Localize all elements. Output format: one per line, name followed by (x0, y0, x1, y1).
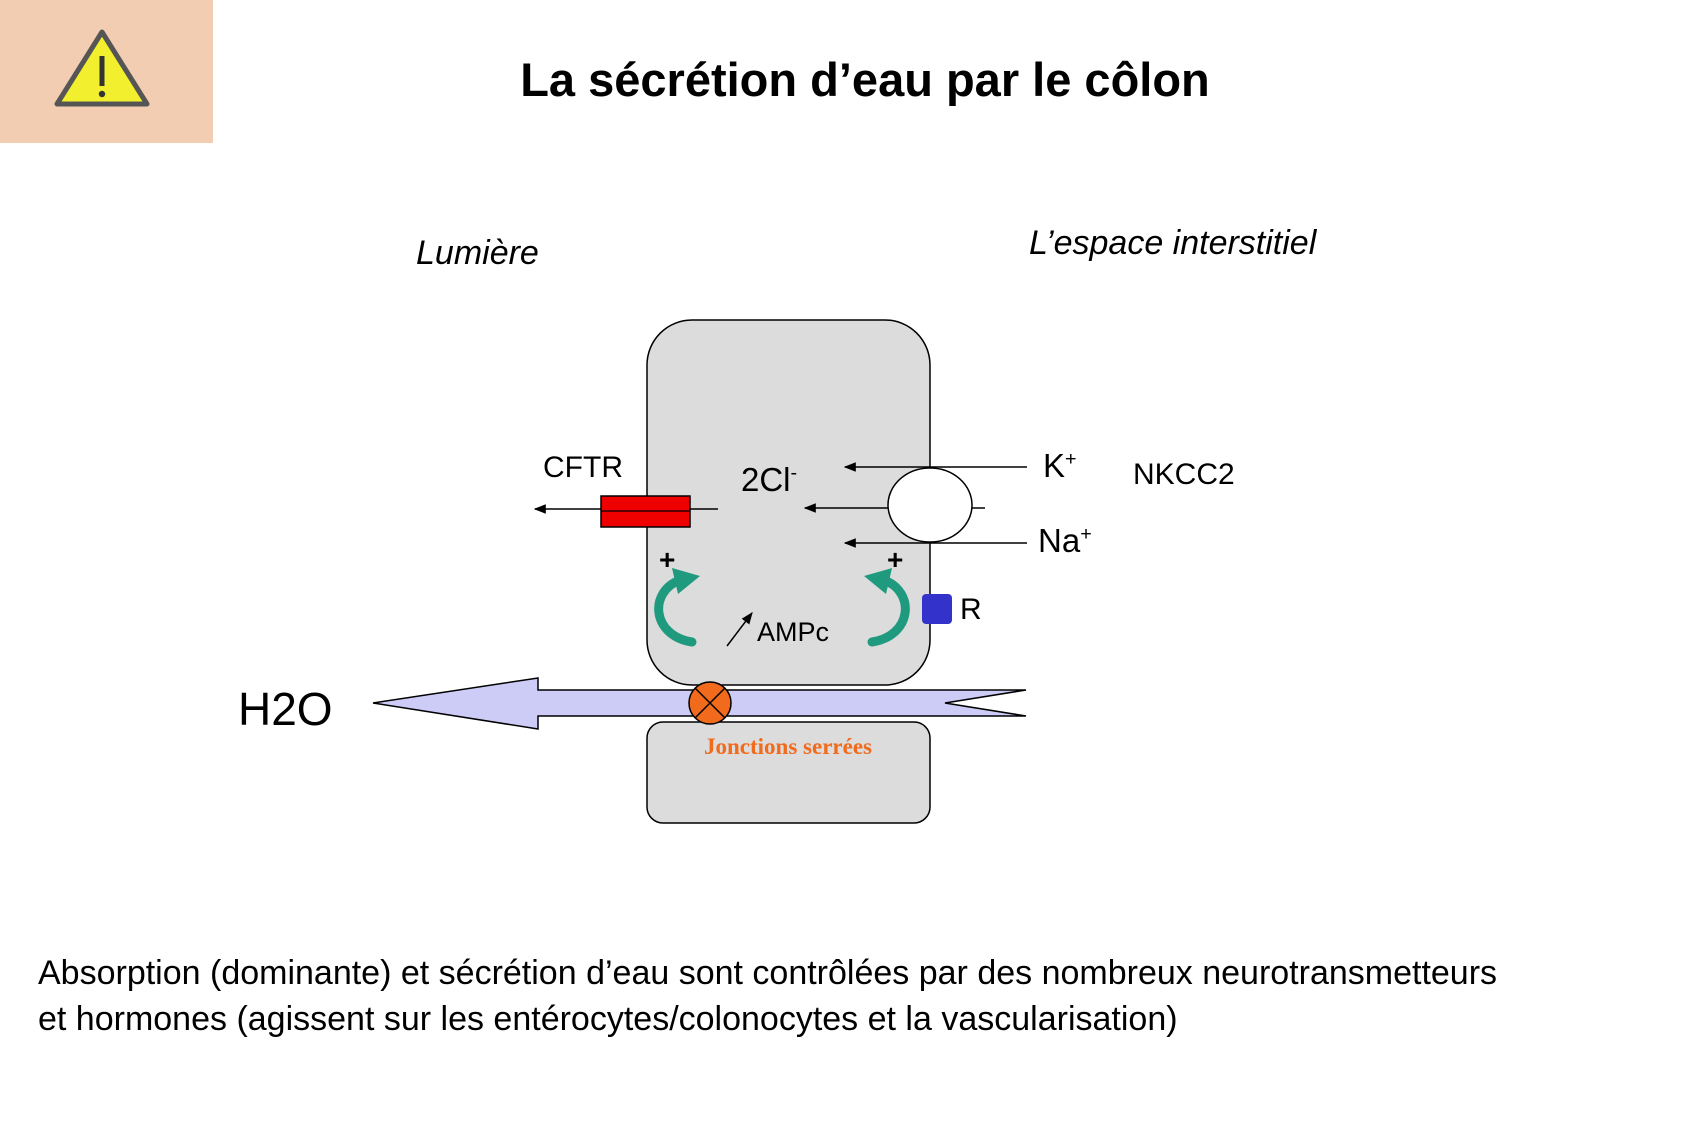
tight-junctions-label: Jonctions serrées (704, 734, 872, 759)
warning-banner (0, 0, 213, 143)
interstitial-space-label: L’espace interstitiel (1029, 224, 1317, 262)
cftr-label: CFTR (543, 451, 623, 484)
receptor-label: R (960, 593, 982, 626)
potassium-label: K+ (1043, 447, 1077, 484)
receptor-icon (922, 594, 952, 624)
curved-arrow-left-icon (654, 568, 700, 647)
plus-sign-right: + (887, 544, 904, 575)
nkcc2-transporter (887, 467, 973, 543)
footer-line-1: Absorption (dominante) et sécrétion d’ea… (38, 954, 1498, 992)
campc-increase-arrow (726, 612, 753, 647)
footer-line-2: et hormones (agissent sur les entérocyte… (38, 1000, 1178, 1038)
lower-epithelial-cell (646, 721, 931, 824)
water-label: H2O (238, 683, 333, 735)
lumen-label: Lumière (416, 234, 539, 272)
campc-label: AMPc (757, 617, 830, 647)
warning-triangle-icon (54, 29, 150, 107)
sodium-label: Na+ (1038, 522, 1092, 559)
plus-sign-left: + (659, 544, 676, 575)
tight-junction-icon (688, 681, 732, 725)
curved-arrow-right-icon (864, 568, 910, 647)
page-title: La sécrétion d’eau par le côlon (520, 53, 1210, 106)
chloride-label: 2Cl- (741, 461, 798, 498)
footer-text: Absorption (dominante) et sécrétion d’ea… (38, 950, 1668, 1042)
nkcc2-label: NKCC2 (1133, 458, 1235, 491)
